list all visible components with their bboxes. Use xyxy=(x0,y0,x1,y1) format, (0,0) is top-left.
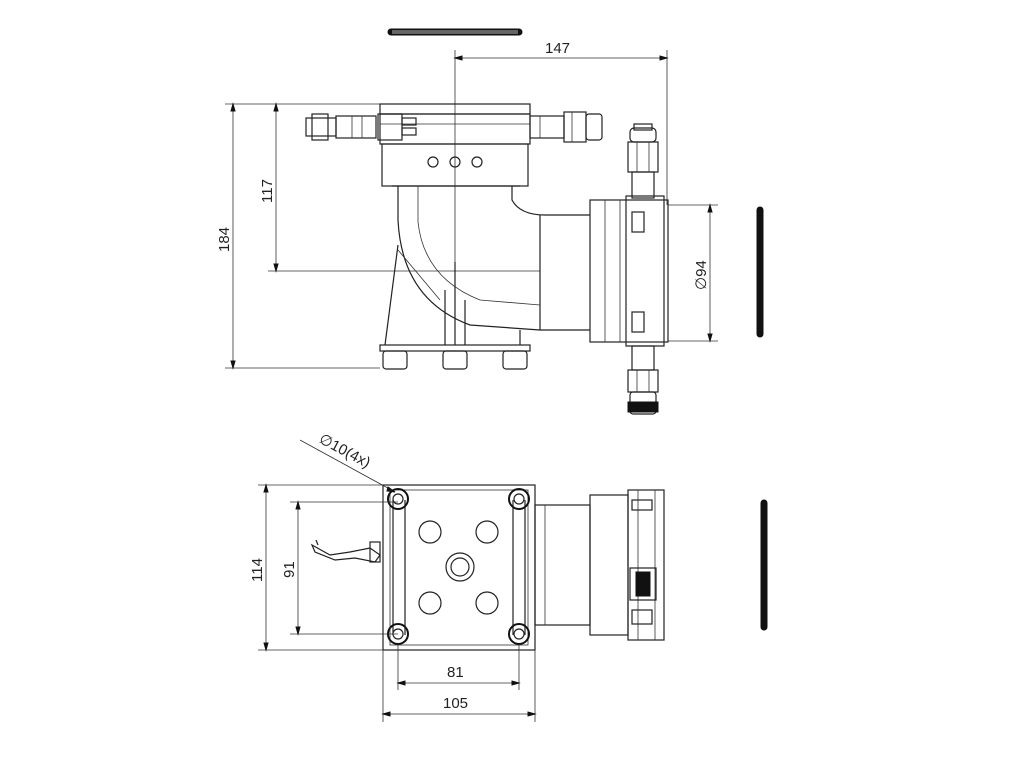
support-legs xyxy=(379,244,531,370)
dim-147: 147 xyxy=(453,40,669,290)
loose-gasket-side xyxy=(756,206,764,338)
mount-hole-tr xyxy=(508,488,530,510)
mount-hole-tl xyxy=(387,488,409,510)
dim-117: 117 xyxy=(259,102,540,273)
dim-hole-spec: ∅10(4x) xyxy=(299,431,396,493)
loose-gasket-top xyxy=(387,28,523,36)
outlet-connector-lower xyxy=(627,345,659,415)
loose-gasket-plan xyxy=(760,499,768,631)
dim-184: 184 xyxy=(216,102,380,370)
trap-elbow xyxy=(397,186,590,331)
mount-hole-br xyxy=(508,623,530,645)
electrode-connector-right xyxy=(529,111,603,143)
dim-184-label: 184 xyxy=(216,227,233,252)
plan-view: ∅10(4x) xyxy=(249,431,768,722)
side-elevation-view: 147 184 117 xyxy=(216,28,764,415)
dim-hole-spec-label: ∅10(4x) xyxy=(316,431,373,472)
dim-105: 105 xyxy=(381,650,537,722)
dim-117-label: 117 xyxy=(259,179,276,203)
outlet-connector-upper xyxy=(627,123,659,199)
cable-clip xyxy=(310,539,381,563)
dim-81: 81 xyxy=(396,644,521,690)
dim-94-label: ∅94 xyxy=(693,260,710,290)
dim-94: ∅94 xyxy=(668,203,718,343)
plan-outlet xyxy=(534,489,665,641)
dim-91-label: 91 xyxy=(281,561,298,578)
dim-105-label: 105 xyxy=(443,695,468,712)
center-drain xyxy=(445,552,475,582)
electrode-connector-left xyxy=(305,113,417,141)
dim-114-label: 114 xyxy=(249,558,266,582)
dim-91: 91 xyxy=(281,500,398,636)
dim-147-label: 147 xyxy=(545,40,570,57)
base-plate xyxy=(382,484,536,651)
dim-81-label: 81 xyxy=(447,664,464,681)
outlet-coupling xyxy=(589,195,669,347)
dim-114: 114 xyxy=(249,483,383,652)
